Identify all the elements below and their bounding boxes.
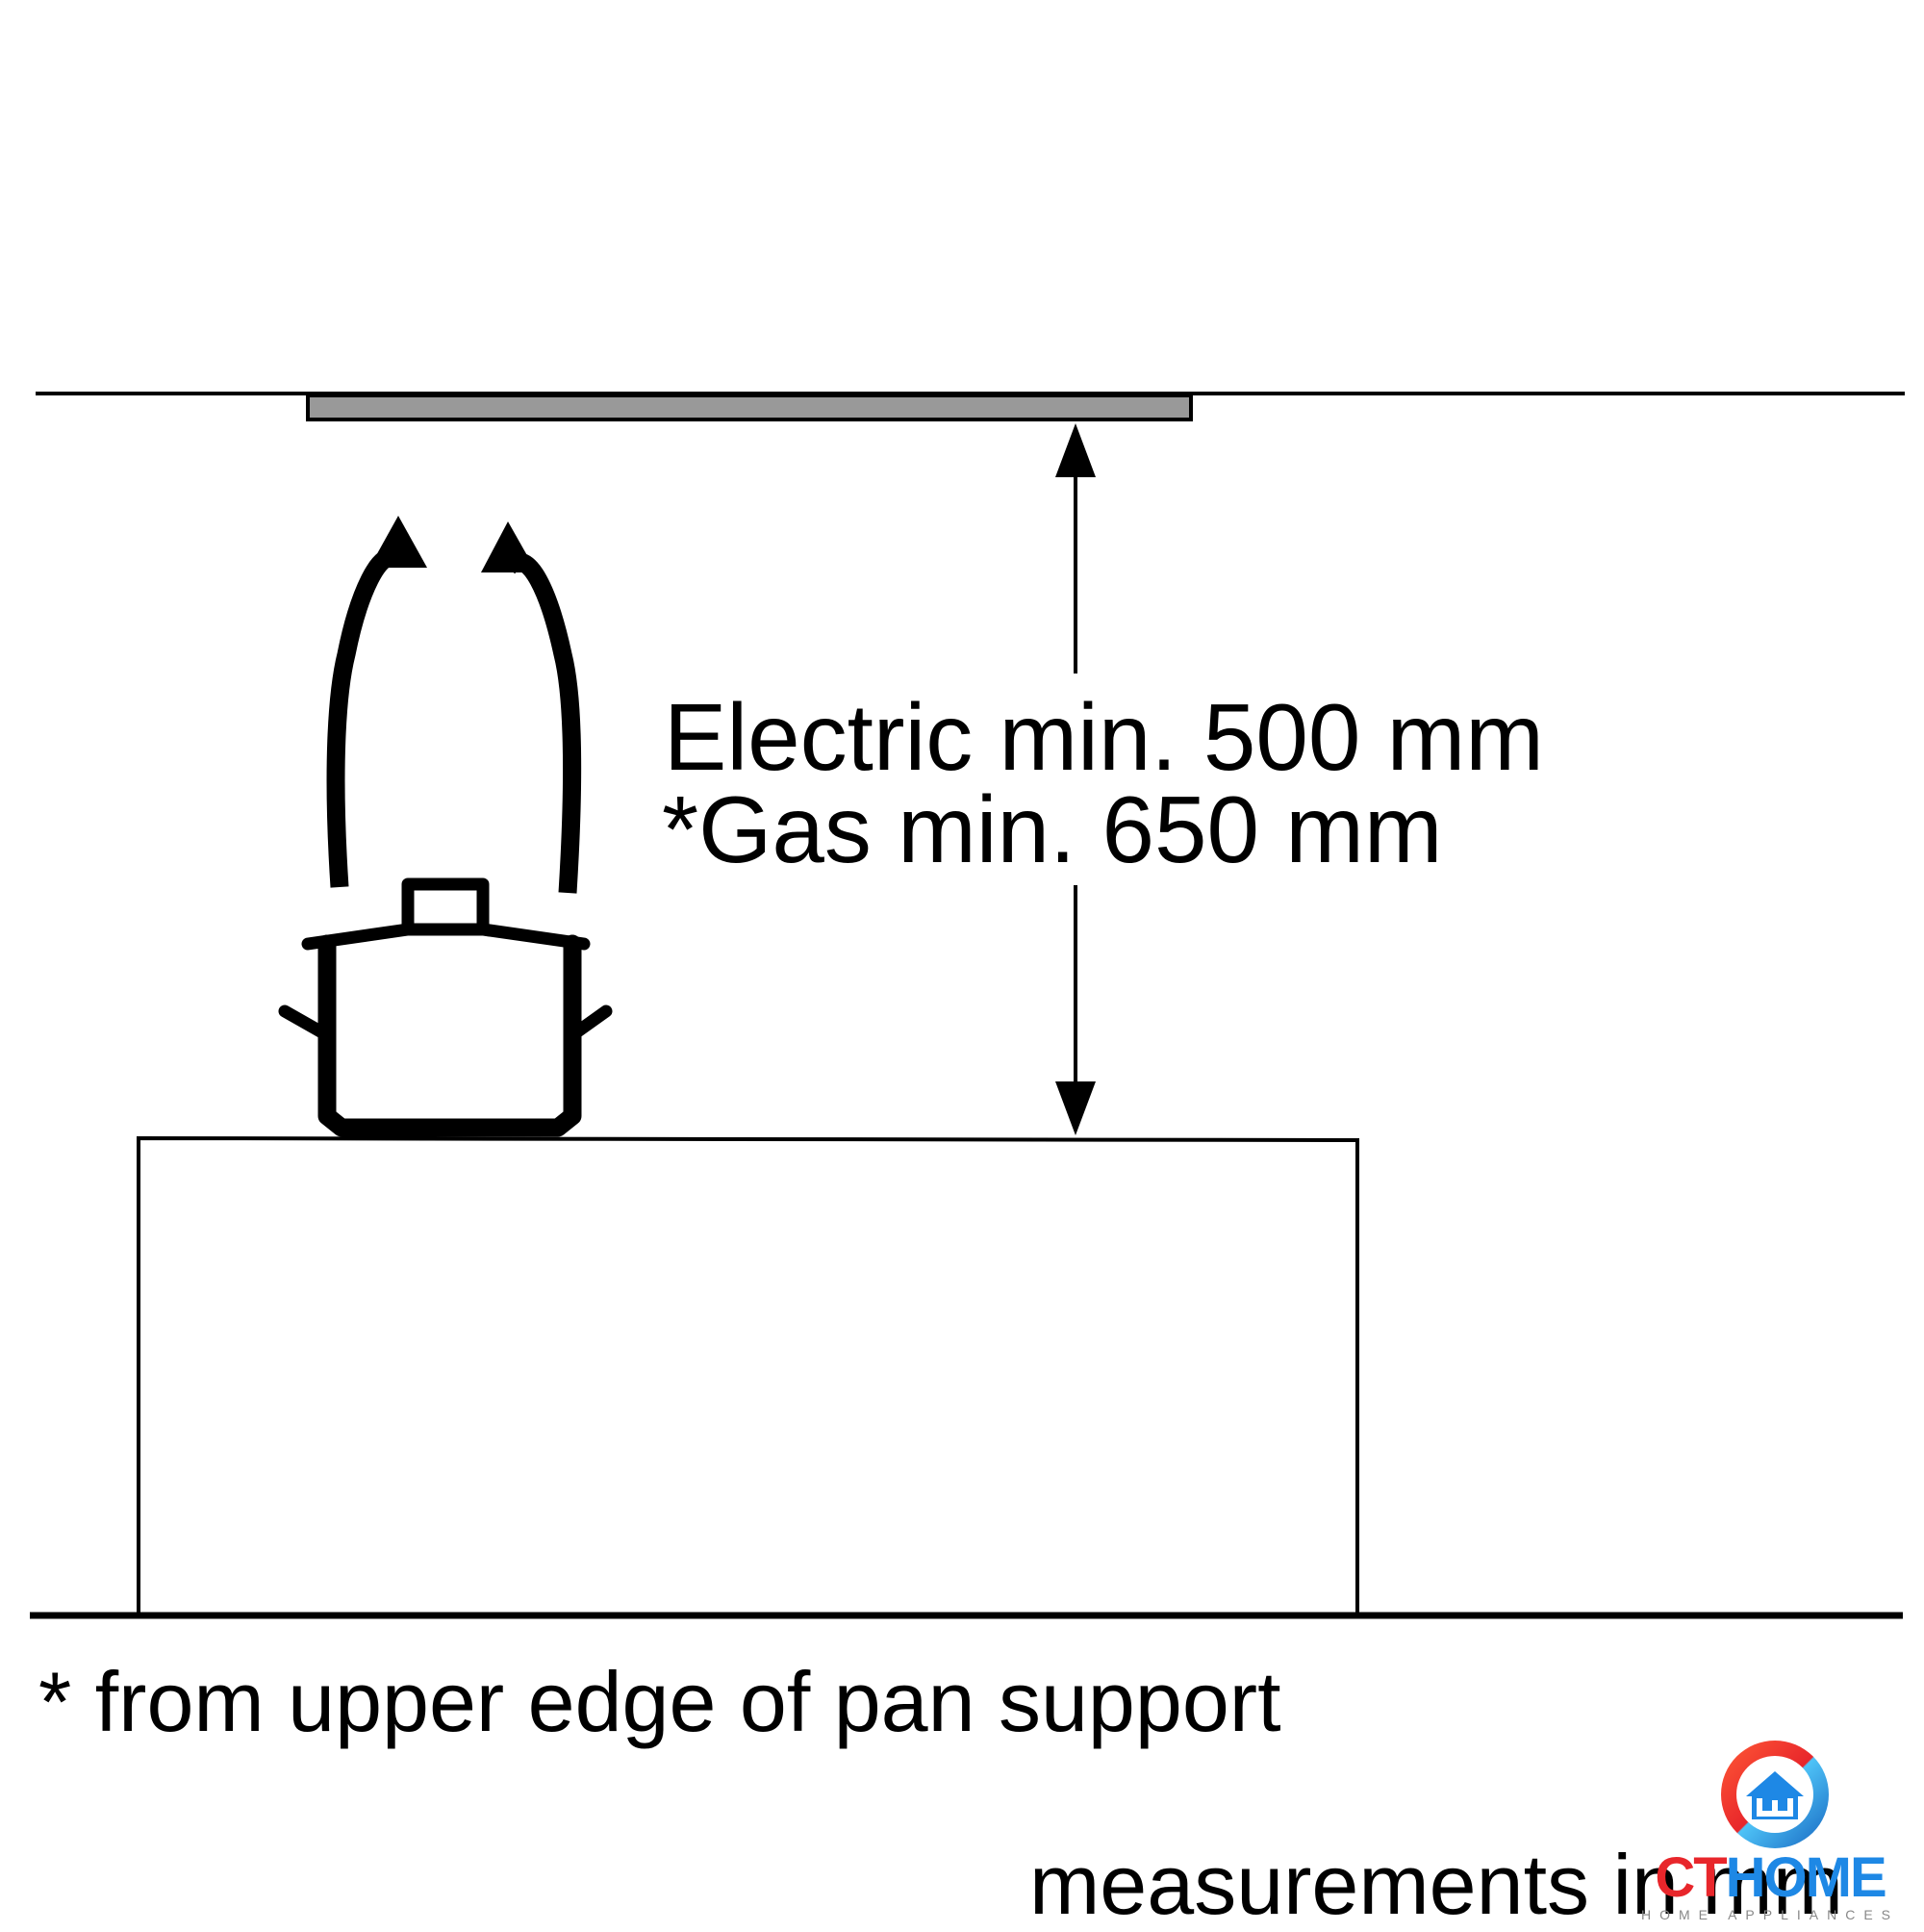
house-logo-icon (1721, 1741, 1829, 1848)
footnote-text: * from upper edge of pan support (38, 1654, 1281, 1749)
electric-clearance-label: Electric min. 500 mm (664, 684, 1544, 790)
units-note: measurements in mm (1029, 1837, 1844, 1932)
cooker-hood (306, 394, 1193, 421)
cooking-pot-icon (278, 877, 613, 1137)
brand-logo: CTHOME HOME APPLIANCES (1626, 1737, 1914, 1922)
cooktop-unit (137, 1135, 1359, 1615)
steam-arrow-icon (326, 516, 427, 888)
logo-wordmark: CTHOME (1655, 1846, 1886, 1909)
gas-clearance-label: *Gas min. 650 mm (662, 776, 1443, 882)
logo-tagline: HOME APPLIANCES (1640, 1907, 1900, 1922)
steam-arrow-icon (481, 521, 582, 894)
double-headed-arrow-icon (1055, 423, 1096, 1135)
